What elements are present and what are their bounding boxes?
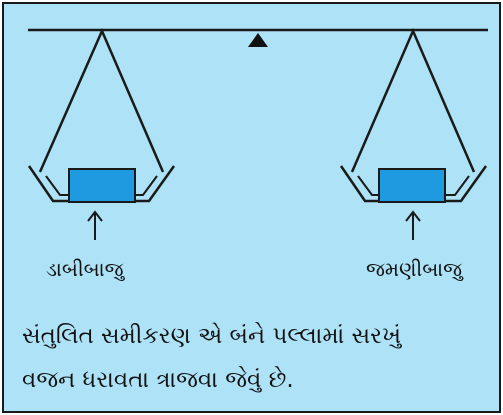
right-weight-block [378,168,446,203]
caption-line-1: સંતુલિત સમીકરણ એ બંને પલ્લામાં સરખું [22,323,401,349]
left-pan-label: ડાબીબાજુ [46,257,124,281]
right-pan-label: જમણીબાજુ [366,257,463,281]
left-pan-strings [38,27,165,173]
left-pan [27,27,176,240]
right-pan [339,27,488,240]
left-arrow-icon [87,210,103,240]
caption-line-2: વજન ધરાવતા ત્રાજવા જેવું છે. [22,367,294,393]
caption: સંતુલિત સમીકરણ એ બંને પલ્લામાં સરખું વજન… [22,314,492,402]
left-weight-block [68,168,136,203]
fulcrum-triangle [248,33,268,47]
right-pan-strings [350,27,476,173]
right-arrow-icon [405,210,421,240]
